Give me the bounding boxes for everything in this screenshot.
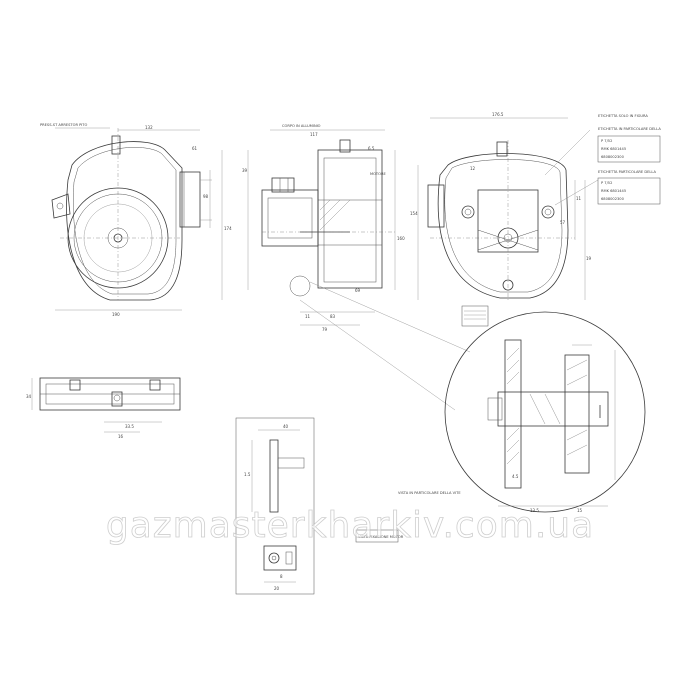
dim-side-2: 39 <box>242 168 248 173</box>
detail-view <box>299 281 646 513</box>
note-front-top: PRESS-ST ARRESTOR PITO <box>40 123 88 127</box>
note-back-top-1: ETICHETTA SOLO IN FIGURA <box>598 114 648 118</box>
label-line-4: P 7/52 <box>601 181 612 185</box>
dim-bm-1: 40 <box>283 424 289 429</box>
dim-side-5: 83 <box>330 314 336 319</box>
dim-bm-4: 20 <box>274 586 280 591</box>
note-back-mid: ETICHETTA PARTICOLARE DELLA <box>598 170 656 174</box>
dim-front-2: 98 <box>203 194 209 199</box>
note-detail: VISTA IN PARTICOLARE DELLA VITE <box>398 491 461 495</box>
front-view <box>51 127 223 311</box>
data-plate <box>461 305 489 327</box>
note-lower: VISTA FIXACIONE MOTOR <box>358 535 404 539</box>
dim-bl-3: 16 <box>118 434 124 439</box>
bottom-center-view <box>235 417 315 595</box>
dim-back-2: 154 <box>410 211 418 216</box>
dim-front-3: 190 <box>112 312 120 317</box>
dim-side-4: 6.5 <box>368 146 375 151</box>
dim-front-5: 61 <box>192 146 198 151</box>
dim-side-6: 79 <box>322 327 328 332</box>
dim-side-3: 160 <box>397 236 405 241</box>
dim-back-1: 176.5 <box>492 112 504 117</box>
lower-note-box <box>355 529 399 543</box>
dim-detail-3: 4.5 <box>512 474 519 479</box>
dim-back-5: 57 <box>560 220 566 225</box>
label-line-6: 6808002300 <box>601 197 625 201</box>
label-line-2: RMK 6801445 <box>601 147 626 151</box>
dim-side-7: 11 <box>305 314 311 319</box>
product-label-bottom: P 7/52 RMK 6801445 6808002300 <box>597 177 661 205</box>
dim-bm-3: 8 <box>280 574 283 579</box>
label-line-3: 6808002300 <box>601 155 625 159</box>
dim-bl-2: 33.5 <box>125 424 134 429</box>
dim-detail-1: 13.5 <box>530 508 539 513</box>
back-view <box>417 117 599 300</box>
dim-front-1: 132 <box>145 125 153 130</box>
note-back-top-2: ETICHETTA IN PARTICOLARE DELLA <box>598 127 661 131</box>
side-view <box>247 129 396 326</box>
note-side-center: MOTORE <box>370 172 386 176</box>
dim-side-8: 69 <box>355 288 361 293</box>
dim-side-1: 117 <box>310 132 318 137</box>
product-label-top: P 7/52 RMK 6801445 6808002300 <box>597 135 661 163</box>
note-side-top: CORPO IN ALLUMINIO <box>282 124 321 128</box>
dim-back-4: 19 <box>586 256 592 261</box>
dim-detail-2: 15 <box>577 508 583 513</box>
bottom-left-view <box>31 377 181 433</box>
dim-front-4: 174 <box>224 226 232 231</box>
dim-bl-1: 34 <box>26 394 32 399</box>
label-line-5: RMK 6801445 <box>601 189 626 193</box>
dim-bm-2: 1.5 <box>244 472 251 477</box>
dim-back-3: 11 <box>576 196 582 201</box>
dim-back-6: 12 <box>470 166 476 171</box>
label-line-1: P 7/52 <box>601 139 612 143</box>
